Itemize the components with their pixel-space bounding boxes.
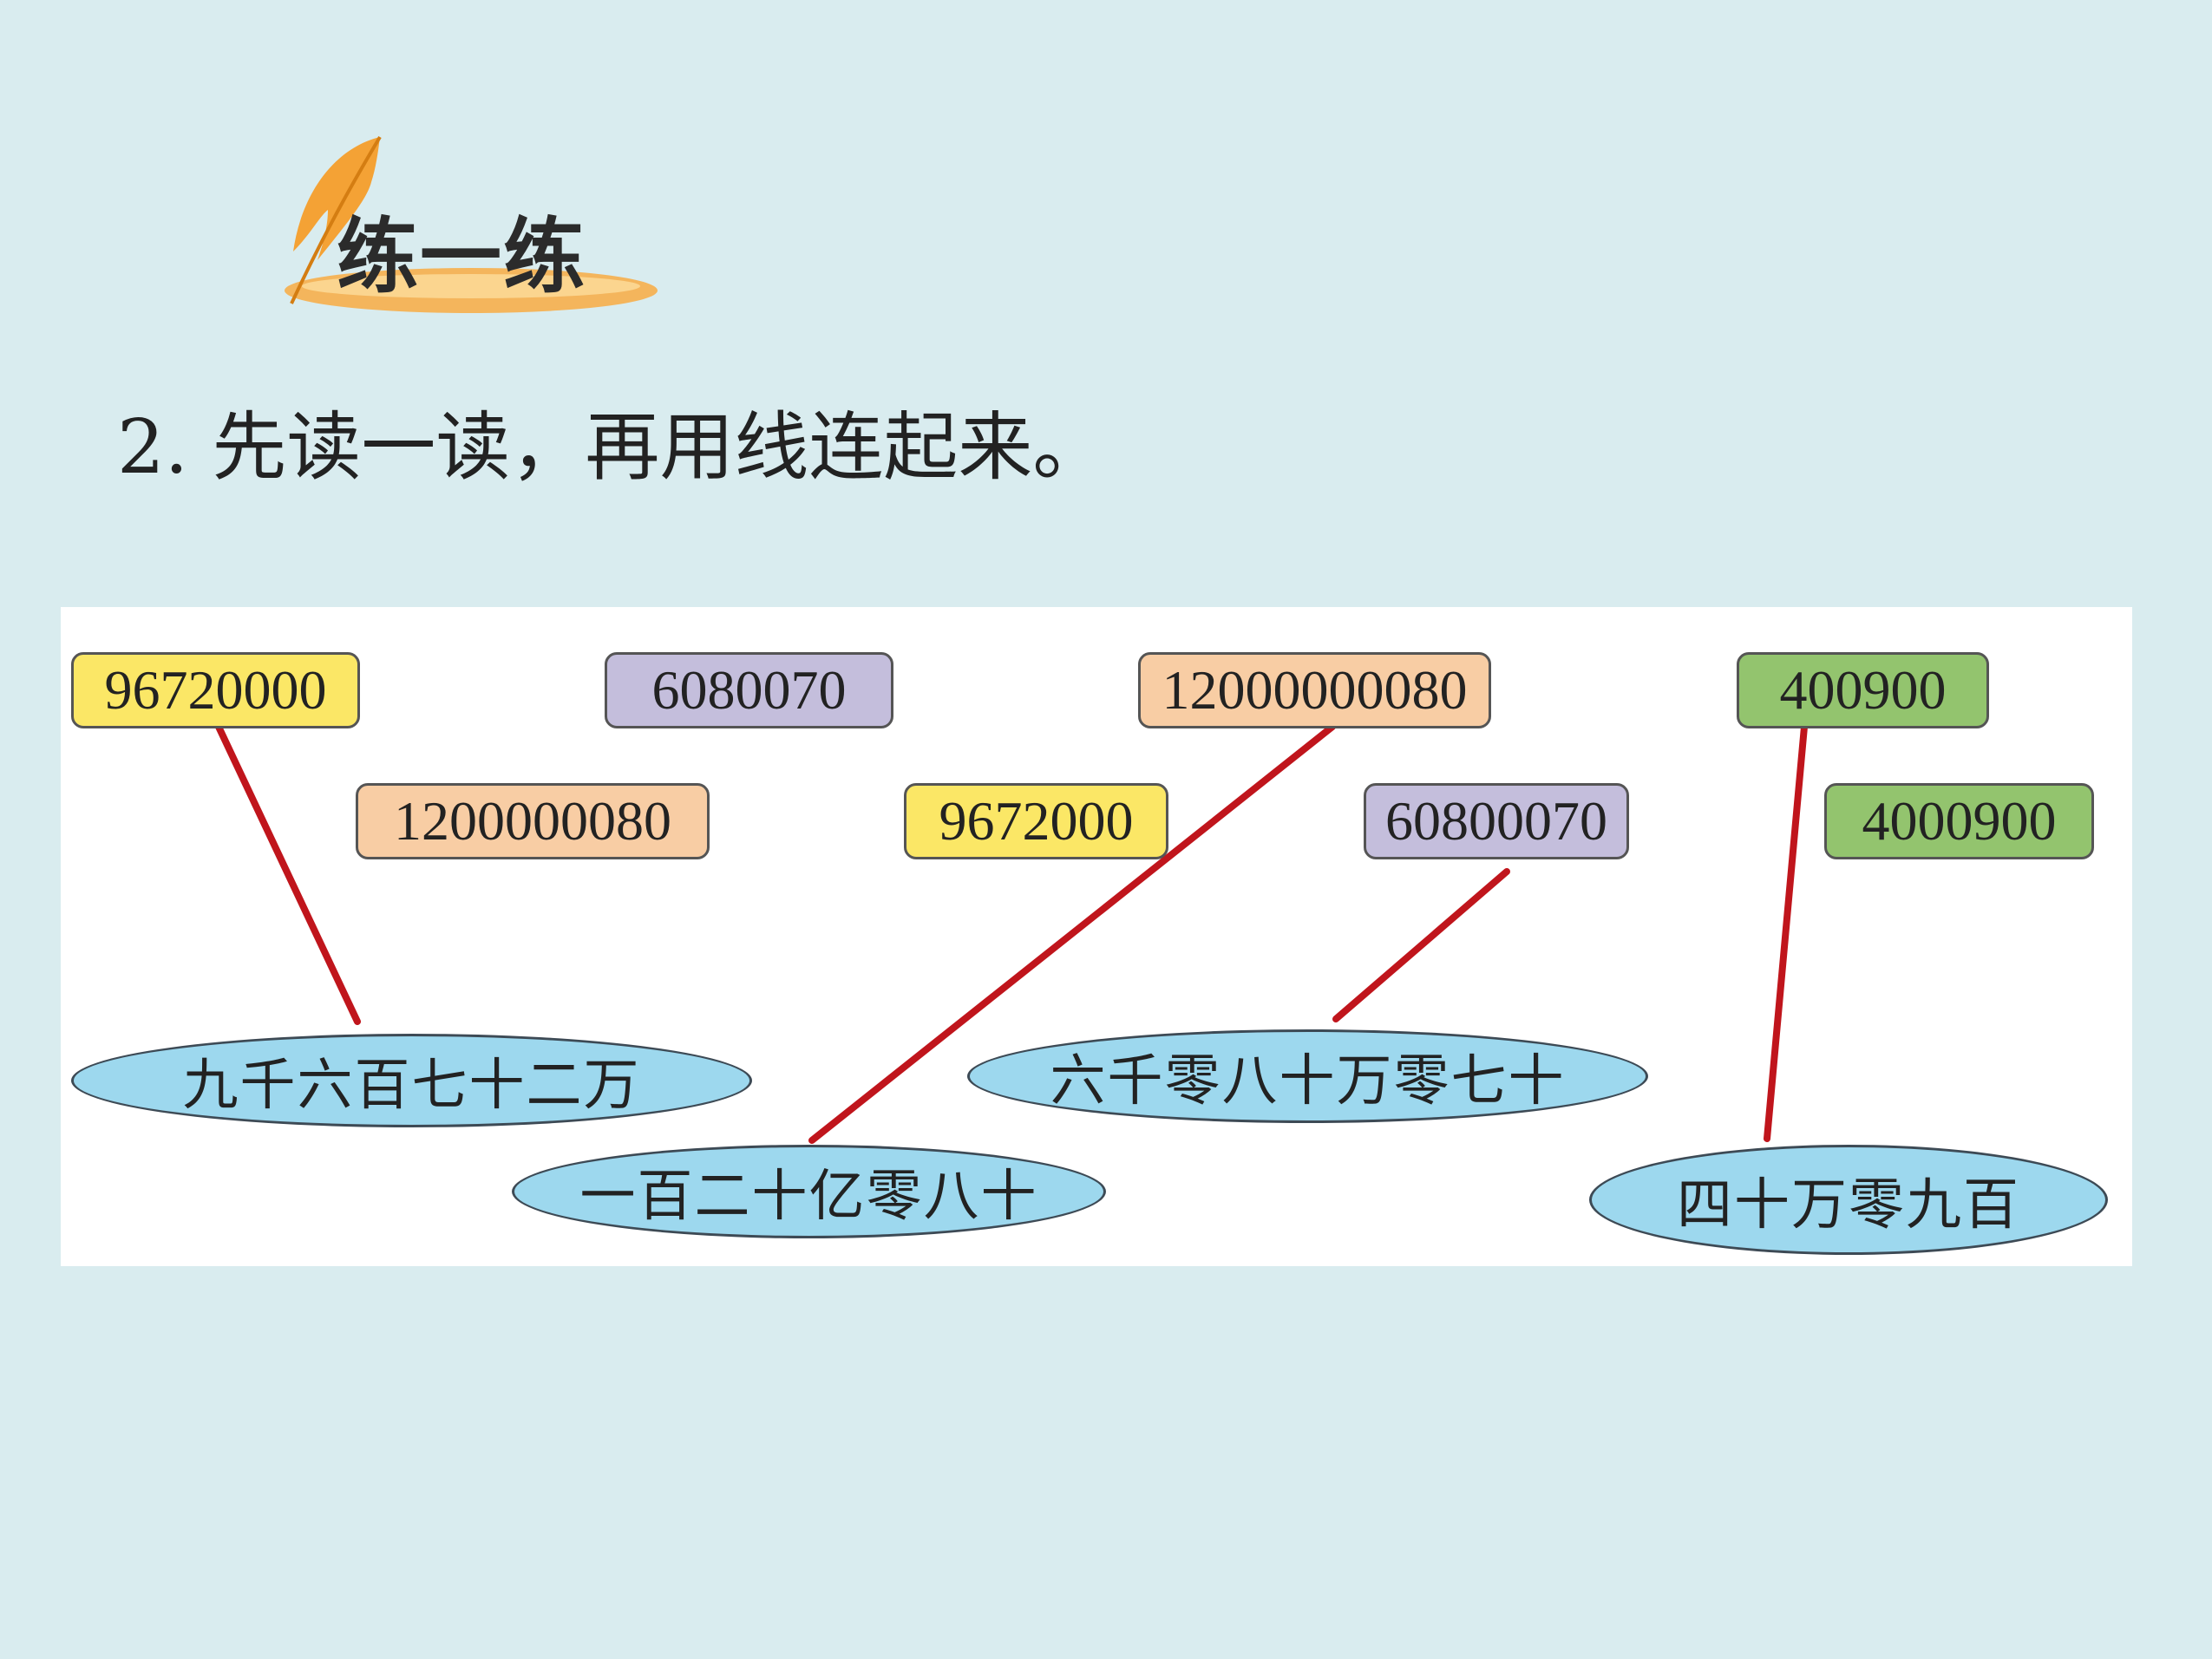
- number-box-4000900[interactable]: 4000900: [1824, 783, 2094, 859]
- connector-line-400900: [1764, 723, 1808, 1142]
- matching-panel: 96720000 6080070 12000000080 400900 1200…: [61, 607, 2132, 1266]
- word-oval-sishi[interactable]: 四十万零九百: [1589, 1145, 2108, 1255]
- feather-icon: [285, 135, 658, 313]
- word-oval-liuqian[interactable]: 六千零八十万零七十: [967, 1029, 1648, 1123]
- number-box-400900[interactable]: 400900: [1737, 652, 1989, 728]
- word-oval-jiuqian[interactable]: 九千六百七十二万: [71, 1034, 752, 1127]
- number-box-12000000080[interactable]: 12000000080: [1138, 652, 1491, 728]
- connector-line-60800070: [1332, 868, 1510, 1022]
- practice-badge: 练一练: [276, 130, 666, 321]
- word-oval-yibai[interactable]: 一百二十亿零八十: [512, 1145, 1106, 1238]
- number-box-60800070[interactable]: 60800070: [1364, 783, 1629, 859]
- number-box-9672000[interactable]: 9672000: [904, 783, 1168, 859]
- question-text: 2. 先读一读，再用线连起来。: [117, 404, 1108, 491]
- number-box-96720000[interactable]: 96720000: [71, 652, 360, 728]
- connector-line-96720000: [215, 723, 361, 1025]
- number-box-6080070[interactable]: 6080070: [605, 652, 893, 728]
- number-box-1200000080[interactable]: 1200000080: [356, 783, 710, 859]
- practice-title: 练一练: [337, 210, 587, 304]
